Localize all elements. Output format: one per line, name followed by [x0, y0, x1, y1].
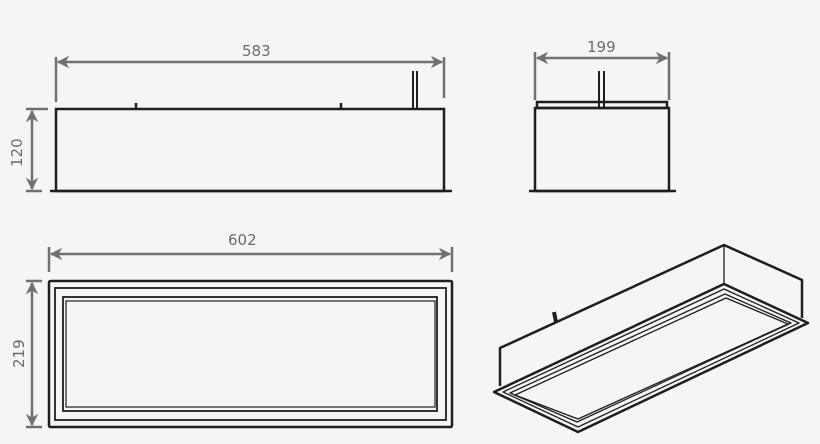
side-view: 199	[529, 38, 676, 193]
side-width-label: 199	[587, 38, 616, 56]
isometric-view	[492, 243, 810, 434]
front-height-label: 120	[8, 138, 26, 167]
front-width-label: 583	[242, 42, 271, 60]
side-width-dimension	[533, 51, 671, 100]
top-frame	[47, 279, 454, 429]
side-housing	[529, 71, 676, 193]
front-height-dimension	[25, 107, 48, 193]
top-height-label: 219	[10, 339, 28, 368]
front-view: 583 120	[8, 42, 452, 193]
top-height-dimension	[25, 279, 42, 429]
top-view: 602 219	[10, 231, 454, 429]
top-width-dimension	[47, 247, 454, 272]
top-width-label: 602	[228, 231, 257, 249]
front-housing	[50, 71, 452, 193]
front-width-dimension	[54, 55, 446, 102]
